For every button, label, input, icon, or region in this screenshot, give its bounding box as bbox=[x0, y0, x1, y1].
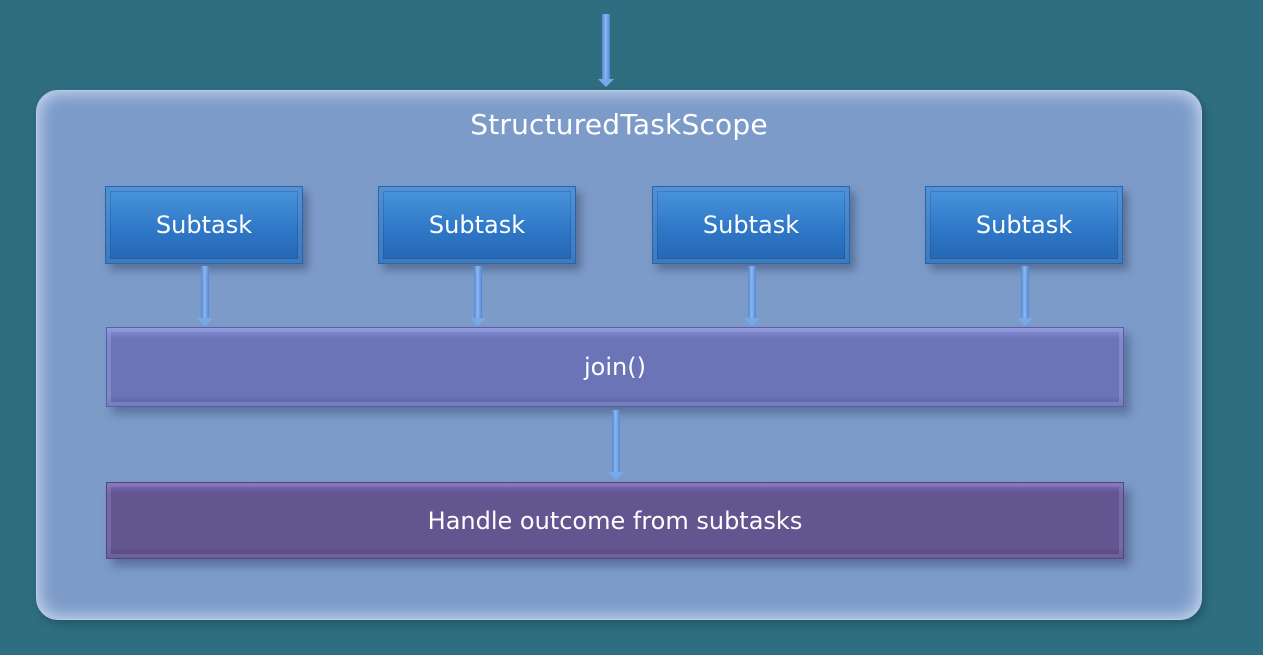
subtask-label: Subtask bbox=[155, 211, 253, 239]
subtask-label: Subtask bbox=[428, 211, 526, 239]
subtask-1-to-join-arrow bbox=[197, 266, 213, 326]
join-to-outcome-arrow bbox=[608, 410, 624, 480]
scope-title: StructuredTaskScope bbox=[470, 108, 768, 141]
subtask-label: Subtask bbox=[702, 211, 800, 239]
subtask-box-2: Subtask bbox=[378, 186, 576, 264]
subtask-4-to-join-arrow bbox=[1017, 266, 1033, 326]
outcome-label: Handle outcome from subtasks bbox=[427, 506, 803, 535]
subtask-box-4: Subtask bbox=[925, 186, 1123, 264]
subtask-label: Subtask bbox=[975, 211, 1073, 239]
subtask-box-1: Subtask bbox=[105, 186, 303, 264]
subtask-3-to-join-arrow bbox=[744, 266, 760, 326]
subtask-2-to-join-arrow bbox=[470, 266, 486, 326]
join-label: join() bbox=[584, 353, 646, 381]
entry-arrow bbox=[598, 14, 614, 87]
join-bar: join() bbox=[106, 327, 1124, 407]
subtask-box-3: Subtask bbox=[652, 186, 850, 264]
outcome-bar: Handle outcome from subtasks bbox=[106, 482, 1124, 559]
